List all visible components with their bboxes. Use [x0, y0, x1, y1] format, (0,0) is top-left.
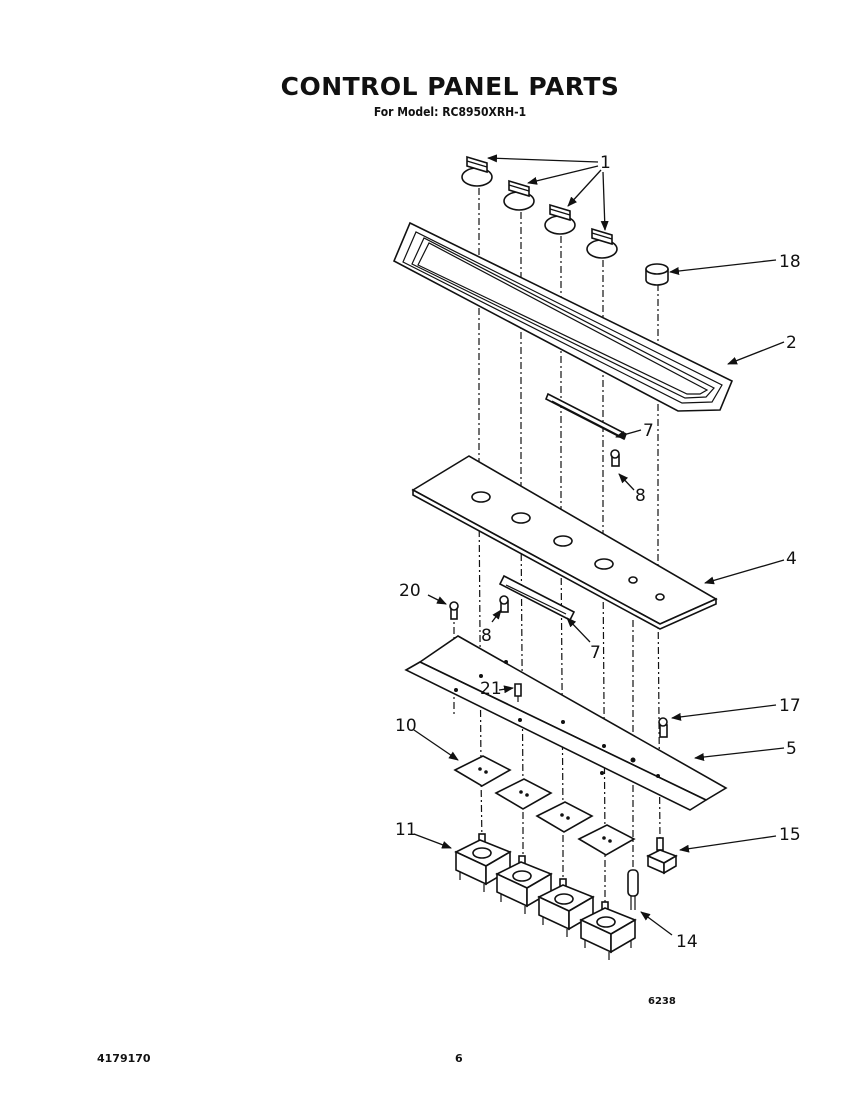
figure-code: 6238: [648, 996, 676, 1007]
mounting-plate: [404, 635, 728, 811]
trim-frame: [392, 221, 734, 412]
infinite-switches: [454, 833, 637, 960]
page-number: 6: [455, 1052, 463, 1065]
indicator-light: [627, 869, 639, 910]
callout-18: 18: [779, 252, 801, 272]
knob-2: [503, 179, 535, 211]
insulators: [453, 755, 636, 856]
knob-4: [586, 227, 618, 259]
switch-2: [495, 855, 553, 914]
model-subtitle: For Model: RC8950XRH-1: [373, 105, 527, 119]
callout-10: 10: [395, 716, 417, 736]
callout-2: 2: [786, 333, 797, 353]
screw-upper: [610, 449, 620, 467]
knob-1: [461, 155, 493, 187]
rocker-switch: [646, 837, 678, 875]
callout-7-lower: 7: [590, 643, 601, 663]
screw-left: [449, 601, 459, 620]
callout-1: 1: [600, 153, 611, 173]
switch-4: [579, 901, 637, 960]
knob-3: [544, 203, 576, 235]
page-title: CONTROL PANEL PARTS: [280, 72, 620, 101]
callout-5: 5: [786, 739, 797, 759]
leader-lines: [413, 154, 785, 936]
push-button: [645, 263, 669, 286]
callout-labels: 1 18 2 7 8 4 20 8 7 21 17 10 5 11 15 14: [395, 153, 801, 952]
bracket-upper: [544, 392, 628, 441]
control-knobs: [461, 155, 618, 259]
callout-15: 15: [779, 825, 801, 845]
callout-8-lower: 8: [481, 626, 492, 646]
bracket-lower: [498, 574, 576, 622]
callout-11: 11: [395, 820, 417, 840]
callout-7-upper: 7: [643, 421, 654, 441]
callout-21: 21: [480, 679, 502, 699]
callout-17: 17: [779, 696, 801, 716]
callout-20: 20: [399, 581, 421, 601]
screw-lower: [499, 595, 509, 613]
clip: [514, 683, 522, 702]
rivet: [658, 717, 668, 738]
panel-plate: [411, 455, 718, 630]
callout-14: 14: [676, 932, 698, 952]
switch-1: [454, 833, 512, 892]
callout-4: 4: [786, 549, 797, 569]
callout-8-upper: 8: [635, 486, 646, 506]
document-number: 4179170: [97, 1052, 151, 1065]
